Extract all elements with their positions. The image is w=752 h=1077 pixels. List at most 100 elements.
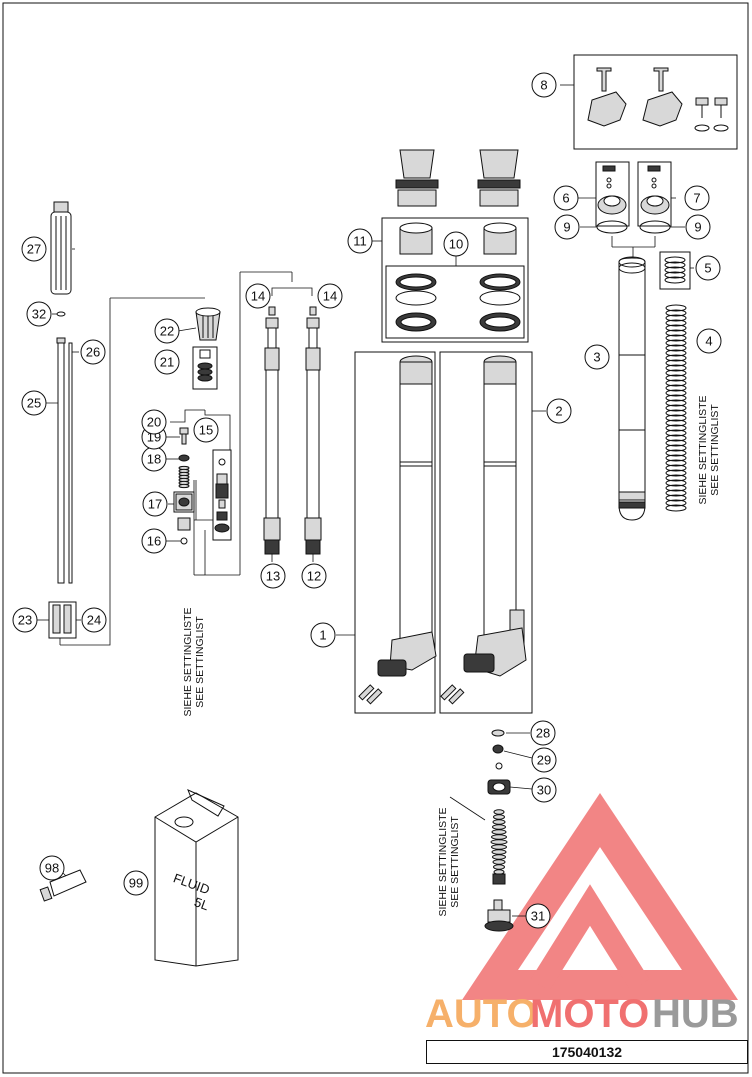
callout-number-9: 9 <box>563 220 570 235</box>
part-5-group-box <box>659 251 691 290</box>
callout-circle-29 <box>531 747 557 773</box>
callout-number-28: 28 <box>536 726 550 741</box>
part-15-group-box <box>212 449 232 541</box>
callout-number-99: 99 <box>129 876 143 891</box>
callout-circle-99 <box>123 870 149 896</box>
part-2-outer-tube <box>440 355 527 705</box>
callout-circle-9 <box>685 214 711 240</box>
document-number: 175040132 <box>426 1040 748 1064</box>
svg-text:SIEHE SETTINGLISTE: SIEHE SETTINGLISTE <box>182 607 194 716</box>
callout-circle-20 <box>141 409 167 435</box>
part-dust-boot-left <box>395 149 439 207</box>
part-99-fluid-can <box>154 789 239 967</box>
part-15-valve <box>214 458 230 533</box>
callout-number-25: 25 <box>27 396 41 411</box>
callout-number-24: 24 <box>87 613 101 628</box>
callout-circle-28 <box>530 720 556 746</box>
callout-circle-21 <box>154 349 180 375</box>
part-1-outer-tube <box>358 355 437 705</box>
callout-number-13: 13 <box>266 569 280 584</box>
part-21-spring <box>197 349 213 382</box>
part-32-o-ring <box>56 311 66 317</box>
callout-circle-5 <box>695 255 721 281</box>
callout-number-4: 4 <box>705 334 712 349</box>
callout-number-3: 3 <box>593 350 600 365</box>
callout-circle-15 <box>193 417 219 443</box>
callout-circle-26 <box>80 339 106 365</box>
callout-circle-10 <box>443 231 469 257</box>
callout-number-10: 10 <box>449 237 463 252</box>
callout-number-30: 30 <box>537 783 551 798</box>
callout-number-21: 21 <box>160 355 174 370</box>
callout-number-11: 11 <box>353 234 367 249</box>
watermark-text-hub: HUB <box>652 992 739 1036</box>
svg-text:SIEHE SETTINGLISTE: SIEHE SETTINGLISTE <box>697 395 709 504</box>
callout-circle-13 <box>260 563 286 589</box>
callout-circle-17 <box>142 491 168 517</box>
part-shim-stack <box>490 809 508 885</box>
svg-text:SEE SETTINGLIST: SEE SETTINGLIST <box>194 616 206 708</box>
callout-number-22: 22 <box>160 324 174 339</box>
note-setting-en-valve: SEE SETTINGLIST <box>194 616 206 708</box>
callout-number-17: 17 <box>148 497 162 512</box>
part-31-base-valve <box>484 899 514 932</box>
callout-circle-2 <box>546 398 572 424</box>
part-8-group-box <box>573 54 738 150</box>
callout-circle-14 <box>317 283 343 309</box>
callout-number-98: 98 <box>45 861 59 876</box>
callout-circle-9 <box>554 214 580 240</box>
callout-circle-31 <box>525 903 551 929</box>
callout-number-15: 15 <box>199 423 213 438</box>
part-28-31-small-parts <box>487 729 511 795</box>
callout-number-5: 5 <box>704 261 711 276</box>
part-12-cartridge <box>304 306 322 555</box>
callout-circle-4 <box>696 328 722 354</box>
callout-circle-16 <box>141 528 167 554</box>
callout-number-29: 29 <box>537 753 551 768</box>
part-22-bushing <box>195 307 221 341</box>
callout-circle-12 <box>301 563 327 589</box>
callout-number-6: 6 <box>562 191 569 206</box>
note-setting-de-valve: SIEHE SETTINGLISTE <box>182 607 194 716</box>
part-3-upper-tube <box>618 256 646 521</box>
part-13-cartridge <box>263 306 281 555</box>
callout-number-31: 31 <box>531 909 545 924</box>
callout-circle-32 <box>26 301 52 327</box>
callout-number-2: 2 <box>555 404 562 419</box>
svg-text:SEE SETTINGLIST: SEE SETTINGLIST <box>449 816 461 908</box>
note-setting-de-4: SIEHE SETTINGLISTE <box>697 395 709 504</box>
callout-number-9: 9 <box>694 220 701 235</box>
callout-number-8: 8 <box>540 78 547 93</box>
note-setting-de-31: SIEHE SETTINGLISTE <box>437 807 449 916</box>
callout-circle-24 <box>81 607 107 633</box>
callout-number-1: 1 <box>319 628 326 643</box>
part-6-group-box <box>595 161 630 227</box>
part-11-seals <box>399 222 517 255</box>
callout-number-23: 23 <box>18 613 32 628</box>
note-setting-en-4: SEE SETTINGLIST <box>709 404 721 496</box>
callout-number-18: 18 <box>147 452 161 467</box>
part-8-drawing <box>587 67 729 132</box>
part-6-fork-cap <box>596 165 628 234</box>
can-label-volume: 5L <box>192 894 211 913</box>
callout-circle-6 <box>553 185 579 211</box>
callout-number-14: 14 <box>323 289 337 304</box>
part-7-fork-cap <box>639 165 671 234</box>
part-16-20-valve-parts <box>175 427 193 545</box>
callout-number-14: 14 <box>251 289 265 304</box>
callout-circle-23 <box>12 607 38 633</box>
callout-circle-7 <box>684 185 710 211</box>
watermark-logo <box>461 792 739 1000</box>
part-25-26-damper-rod <box>56 337 73 584</box>
callout-number-16: 16 <box>147 534 161 549</box>
callout-circle-11 <box>347 228 373 254</box>
callout-circle-30 <box>531 777 557 803</box>
part-23-24-rod-end <box>52 604 72 634</box>
watermark-text-auto: AUTO <box>425 992 538 1036</box>
part-7-group-box <box>637 161 672 227</box>
part-4-spring <box>665 304 687 512</box>
callout-circle-14 <box>245 283 271 309</box>
callout-circle-1 <box>310 622 336 648</box>
